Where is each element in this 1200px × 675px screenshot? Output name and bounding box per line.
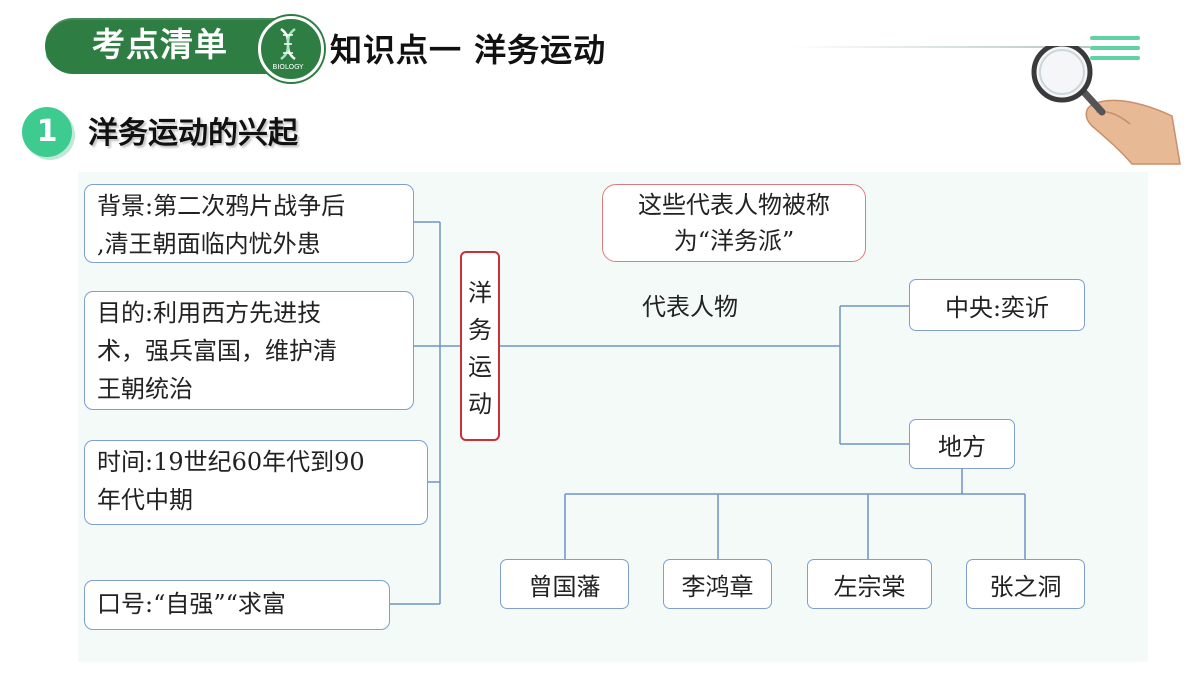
slogan-box: 口号:“自强”“求富	[84, 580, 390, 630]
background-box: 背景:第二次鸦片战争后 ,清王朝面临内忧外患	[84, 184, 414, 263]
purpose-line-3: 王朝统治	[97, 375, 193, 403]
local-node: 地方	[909, 419, 1015, 469]
header-label: 考点清单	[92, 25, 228, 64]
center-char-2: 务	[468, 316, 492, 344]
branch-label: 代表人物	[642, 293, 738, 321]
purpose-line-2: 术，强兵富国，维护清	[97, 337, 337, 365]
page-title: 知识点一 洋务运动	[330, 31, 607, 69]
time-box: 时间:19世纪60年代到90 年代中期	[84, 440, 428, 525]
purpose-line-1: 目的:利用西方先进技	[97, 299, 322, 327]
menu-icon[interactable]	[1090, 36, 1140, 66]
figure-node-4: 张之洞	[966, 559, 1085, 609]
figure-node-1: 曾国藩	[500, 559, 629, 609]
figure-node-3: 左宗棠	[807, 559, 932, 609]
callout-note: 这些代表人物被称 为“洋务派”	[602, 184, 866, 262]
header-divider	[790, 46, 1090, 48]
figure-node-2: 李鸿章	[663, 559, 772, 609]
background-line-2: ,清王朝面临内忧外患	[97, 230, 321, 258]
central-node: 中央:奕䜣	[909, 279, 1085, 331]
time-line-1: 时间:19世纪60年代到90	[97, 448, 365, 476]
dna-leaf-icon: BIOLOGY	[258, 16, 324, 82]
section-number-badge: 1	[22, 107, 72, 157]
center-char-1: 洋	[468, 279, 492, 307]
purpose-box: 目的:利用西方先进技 术，强兵富国，维护清 王朝统治	[84, 291, 414, 410]
logo-text: BIOLOGY	[273, 63, 305, 71]
section-title: 洋务运动的兴起	[88, 116, 298, 151]
center-node-yangwu: 洋 务 运 动	[460, 251, 500, 441]
callout-line-1: 这些代表人物被称	[638, 191, 830, 219]
callout-line-2: 为“洋务派”	[673, 227, 795, 255]
background-line-1: 背景:第二次鸦片战争后	[97, 192, 346, 220]
center-char-3: 运	[468, 353, 492, 381]
center-char-4: 动	[468, 390, 492, 418]
slogan-line-1: 口号:“自强”“求富	[97, 590, 286, 618]
magnifier-hand-icon	[1031, 46, 1181, 165]
time-line-2: 年代中期	[97, 486, 193, 514]
